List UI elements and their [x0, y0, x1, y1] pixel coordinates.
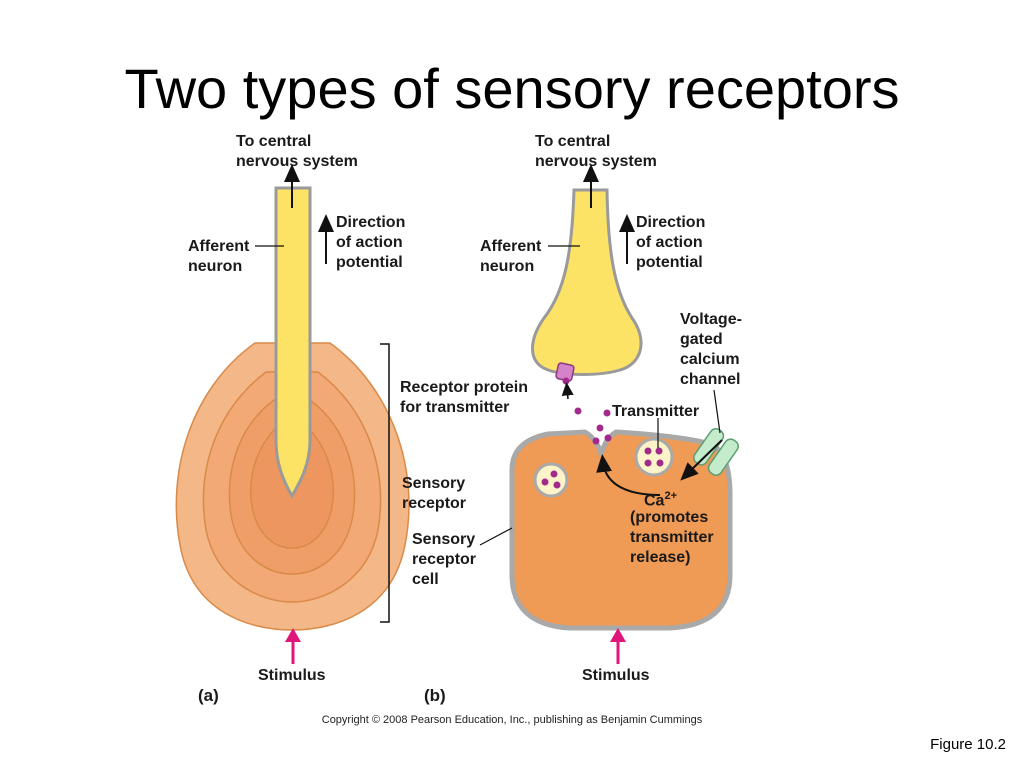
calcium-label: Ca2+ [644, 490, 677, 510]
receptor-bracket [380, 343, 390, 623]
channel-leader [713, 389, 721, 434]
panel-b-letter: (b) [424, 686, 446, 705]
direction-label-b: Direction of action potential [636, 214, 706, 271]
stimulus-label-b: Stimulus [582, 667, 650, 684]
receptor-protein-arrow [561, 377, 574, 400]
transmitter-release-arrow [596, 454, 661, 496]
cns-label-a: To central nervous system [236, 133, 358, 170]
copyright-notice: Copyright © 2008 Pearson Education, Inc.… [321, 714, 703, 726]
receptor-cell-label: Sensory receptor cell [412, 531, 477, 588]
afferent-neuron-axon-a [274, 186, 312, 500]
vesicle-right [634, 437, 674, 477]
direction-label-a: Direction of action potential [336, 214, 406, 271]
panel-a-letter: (a) [198, 686, 219, 705]
receptor-cell-leader [479, 527, 513, 546]
stimulus-arrow-a [285, 628, 301, 664]
vesicle-left [533, 462, 569, 498]
cns-label-b: To central nervous system [535, 133, 657, 170]
receptor-protein-label: Receptor protein for transmitter [400, 379, 529, 416]
released-transmitter [574, 407, 612, 445]
transmitter-label: Transmitter [612, 403, 700, 420]
calcium-influx-arrow [680, 439, 723, 481]
stimulus-arrow-b [610, 628, 626, 664]
afferent-label-b: Afferent neuron [480, 238, 542, 275]
stimulus-label-a: Stimulus [258, 667, 326, 684]
afferent-label-a: Afferent neuron [188, 238, 250, 275]
channel-label: Voltage- gated calcium channel [680, 311, 742, 388]
sensory-receptor-label: Sensory receptor [402, 475, 467, 512]
panel-b-sensory-receptor-cell [479, 164, 739, 664]
afferent-neuron-terminal-b [531, 188, 643, 376]
panel-a-sensory-receptor [175, 164, 410, 664]
calcium-note: (promotes transmitter release) [630, 509, 714, 566]
slide-title: Two types of sensory receptors [124, 56, 900, 120]
calcium-channel [693, 428, 739, 476]
figure-reference: Figure 10.2 [930, 736, 1006, 753]
